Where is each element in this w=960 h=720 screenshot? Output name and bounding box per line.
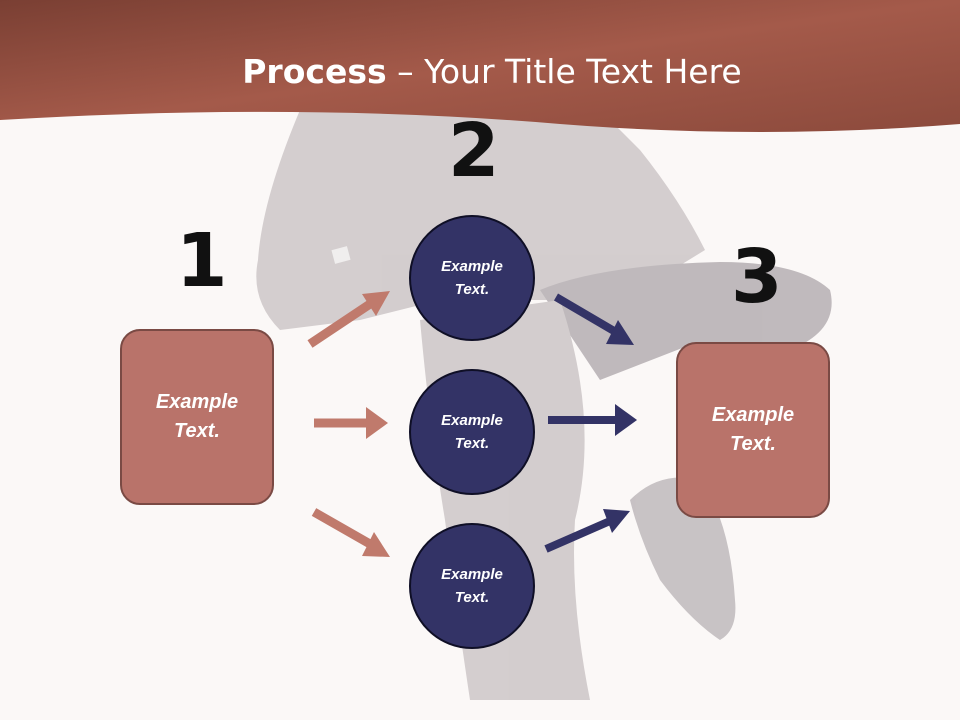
title-rest: – Your Title Text Here [386,52,742,91]
circle-top: Example Text. [409,215,535,341]
slide-title: Process – Your Title Text Here [0,52,960,91]
circle-middle: Example Text. [409,369,535,495]
arrow-right-top [553,293,634,345]
title-bold: Process [242,52,387,91]
arrow-right-bottom [544,509,630,553]
step-number-2: 2 [448,108,500,194]
left-box: Example Text. [120,329,274,505]
arrow-left-middle [314,407,388,439]
step-number-1: 1 [176,218,228,304]
right-box: Example Text. [676,342,830,518]
header-band [0,0,960,132]
circle-bottom: Example Text. [409,523,535,649]
arrow-left-bottom [311,508,390,557]
arrow-left-top [307,291,390,348]
step-number-3: 3 [731,234,783,320]
arrow-right-middle [548,404,637,436]
